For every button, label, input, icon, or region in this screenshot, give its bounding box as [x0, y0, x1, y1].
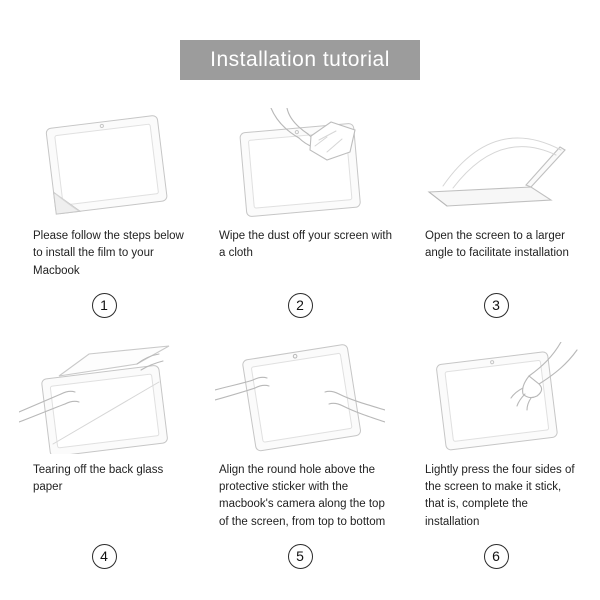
step-number-row: 3: [403, 280, 589, 320]
step-1: Please follow the steps below to install…: [11, 108, 197, 320]
step3-open-laptop-angle-illustration: [403, 108, 589, 220]
step4-tear-back-paper-illustration: [11, 342, 197, 454]
step-number-row: 1: [11, 280, 197, 320]
step-number-badge: 5: [287, 543, 313, 569]
page-title: Installation tutorial: [180, 40, 420, 80]
step-number-row: 4: [11, 531, 197, 571]
step-2: Wipe the dust off your screen with a clo…: [197, 108, 403, 320]
step1-film-corner-peel-illustration: [11, 108, 197, 220]
banner-row: Installation tutorial: [0, 0, 600, 80]
step2-wipe-cloth-illustration: [197, 108, 403, 220]
step-number-badge: 4: [91, 543, 117, 569]
step-3: Open the screen to a larger angle to fac…: [403, 108, 589, 320]
step-number-badge: 3: [483, 292, 509, 318]
step-6: Lightly press the four sides of the scre…: [403, 341, 589, 571]
step-caption: Open the screen to a larger angle to fac…: [425, 230, 569, 260]
step-number-row: 5: [197, 531, 403, 571]
step-number-badge: 1: [91, 292, 117, 318]
step-caption: Lightly press the four sides of the scre…: [425, 463, 575, 528]
step-caption: Align the round hole above the protectiv…: [219, 463, 386, 528]
step-number-badge: 2: [287, 292, 313, 318]
steps-grid: Please follow the steps below to install…: [0, 108, 600, 571]
step6-press-four-sides-illustration: [403, 341, 589, 454]
step-5: Align the round hole above the protectiv…: [197, 342, 403, 571]
step-caption: Tearing off the back glass paper: [33, 463, 164, 493]
step-number-badge: 6: [483, 543, 509, 569]
step5-align-camera-hole-illustration: [197, 342, 403, 454]
step-number-row: 6: [403, 531, 589, 571]
step-4: Tearing off the back glass paper 4: [11, 342, 197, 571]
step-caption: Please follow the steps below to install…: [33, 230, 184, 277]
step-caption: Wipe the dust off your screen with a clo…: [219, 230, 393, 260]
step-number-row: 2: [197, 280, 403, 320]
